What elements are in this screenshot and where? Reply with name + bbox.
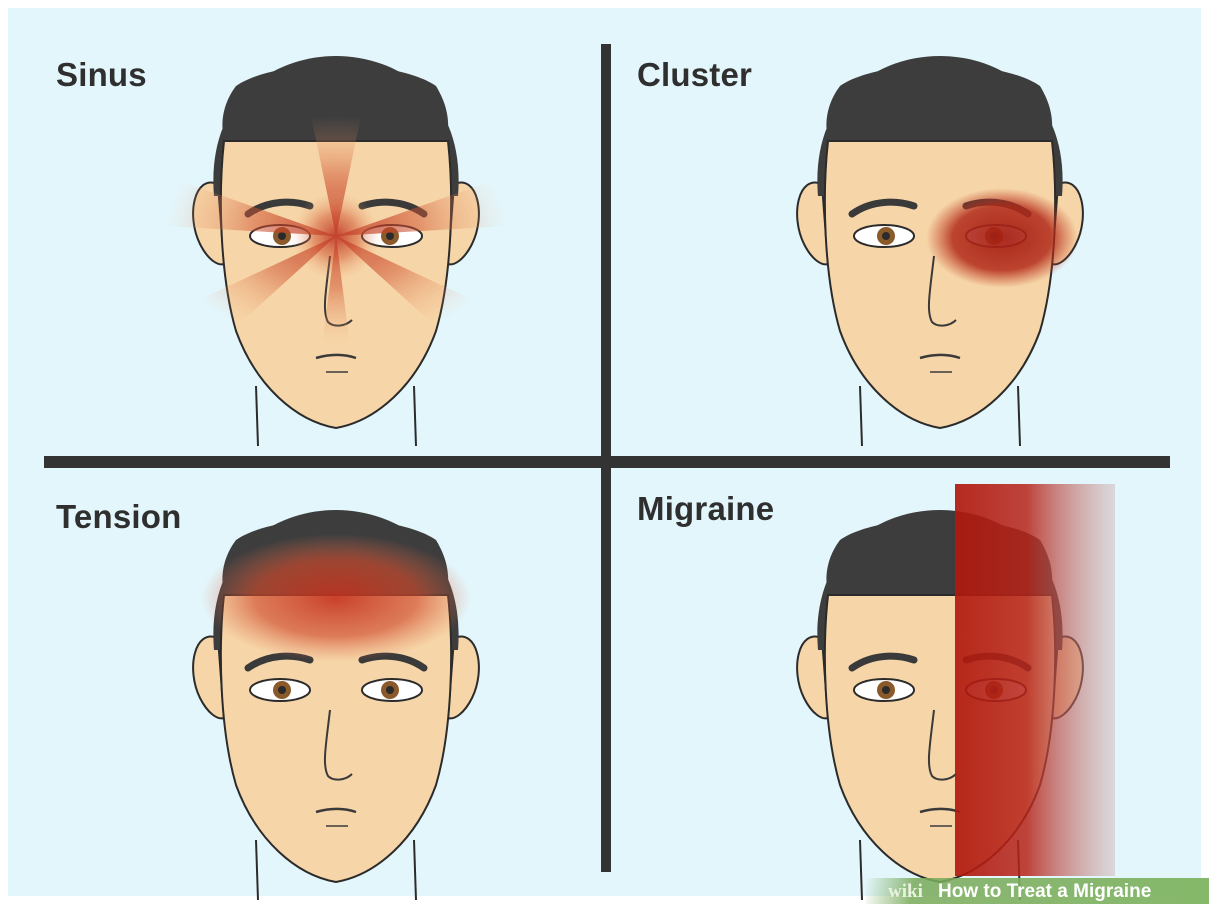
wikihow-watermark: wiki How to Treat a Migraine xyxy=(866,878,1209,904)
tension-pain-overlay xyxy=(201,534,471,662)
migraine-label: Migraine xyxy=(637,490,774,528)
watermark-brand: wiki xyxy=(888,881,923,903)
watermark-title: How to Treat a Migraine xyxy=(938,881,1151,903)
sinus-label: Sinus xyxy=(56,56,147,94)
cluster-pain-overlay xyxy=(926,188,1078,288)
cluster-label: Cluster xyxy=(637,56,752,94)
migraine-pain-overlay xyxy=(955,484,1115,876)
tension-label: Tension xyxy=(56,498,181,536)
horizontal-divider xyxy=(44,456,1170,468)
